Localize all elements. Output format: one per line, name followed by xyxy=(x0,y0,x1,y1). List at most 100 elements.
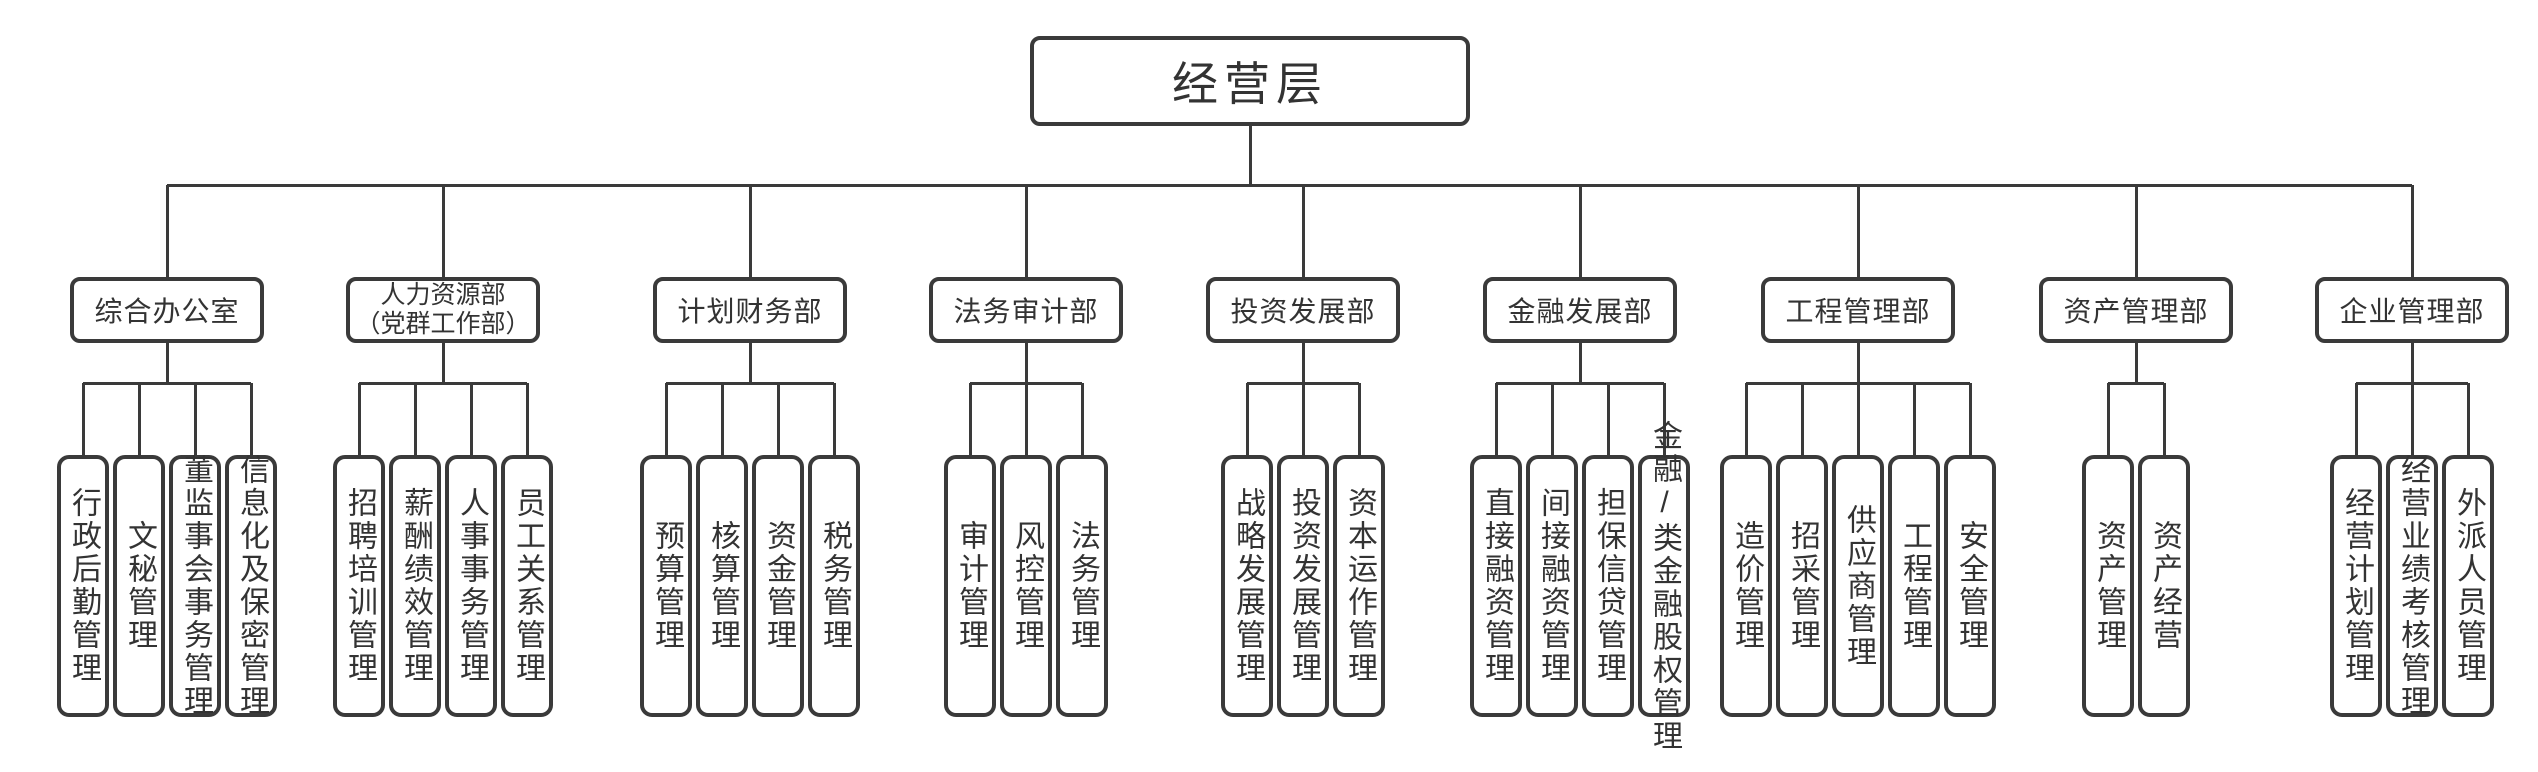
child-stub-line xyxy=(1494,383,1498,455)
dept-stub-line xyxy=(1856,185,1860,277)
dept-node: 资产管理部 xyxy=(2039,277,2233,343)
child-label: 资产经营 xyxy=(2148,520,2181,652)
child-stub-line xyxy=(1912,383,1916,455)
child-stub-line xyxy=(1856,383,1860,455)
child-node: 资产经营 xyxy=(2138,455,2190,717)
mid-rail-line xyxy=(83,381,251,385)
child-label: 资本运作管理 xyxy=(1343,487,1376,685)
mid-rail-line xyxy=(666,381,834,385)
child-label: 招采管理 xyxy=(1786,520,1819,652)
child-stub-line xyxy=(1606,383,1610,455)
mid-rail-line xyxy=(359,381,527,385)
dept-drop-line xyxy=(1578,343,1582,385)
child-node: 担保信贷管理 xyxy=(1582,455,1634,717)
child-node: 招采管理 xyxy=(1776,455,1828,717)
child-stub-line xyxy=(1245,383,1249,455)
child-label: 经营业绩考核管理 xyxy=(2396,454,2429,718)
child-node: 信息化及保密管理 xyxy=(225,454,277,718)
child-label: 文秘管理 xyxy=(123,520,156,652)
child-label: 法务管理 xyxy=(1066,520,1099,652)
child-node: 造价管理 xyxy=(1720,455,1772,717)
dept-label: 综合办公室 xyxy=(94,296,240,327)
dept-drop-line xyxy=(1024,343,1028,385)
dept-node: 金融发展部 xyxy=(1483,277,1677,343)
child-node: 员工关系管理 xyxy=(501,455,553,717)
child-node: 审计管理 xyxy=(944,455,996,717)
top-rail-line xyxy=(167,183,2412,187)
child-stub-line xyxy=(2466,383,2470,455)
dept-node: 人力资源部（党群工作部） xyxy=(346,277,540,343)
child-node: 风控管理 xyxy=(1000,455,1052,717)
dept-label-line2: （党群工作部） xyxy=(355,310,531,338)
child-label: 审计管理 xyxy=(954,520,987,652)
dept-stub-line xyxy=(1301,185,1305,277)
dept-label: 工程管理部 xyxy=(1785,296,1931,327)
child-label: 资产管理 xyxy=(2092,520,2125,652)
dept-drop-line xyxy=(2410,343,2414,385)
child-label: 税务管理 xyxy=(818,520,851,652)
child-label: 供应商管理 xyxy=(1842,503,1875,669)
child-label: 造价管理 xyxy=(1730,520,1763,652)
child-node: 法务管理 xyxy=(1056,455,1108,717)
child-stub-line xyxy=(1357,383,1361,455)
child-stub-line xyxy=(2410,383,2414,455)
child-node: 供应商管理 xyxy=(1832,455,1884,717)
child-node: 行政后勤管理 xyxy=(57,455,109,717)
child-node: 招聘培训管理 xyxy=(333,455,385,717)
child-stub-line xyxy=(137,383,141,455)
dept-node: 投资发展部 xyxy=(1206,277,1400,343)
child-label: 员工关系管理 xyxy=(511,487,544,685)
child-node: 预算管理 xyxy=(640,455,692,717)
child-node: 人事事务管理 xyxy=(445,455,497,717)
child-stub-line xyxy=(81,383,85,455)
root-label: 经营层 xyxy=(1172,58,1328,110)
child-label: 预算管理 xyxy=(650,520,683,652)
child-node: 战略发展管理 xyxy=(1221,455,1273,717)
root-drop-line xyxy=(1248,126,1252,187)
child-label: 外派人员管理 xyxy=(2452,487,2485,685)
dept-drop-line xyxy=(1301,343,1305,385)
child-node: 董监事会事务管理 xyxy=(169,454,221,718)
child-node: 间接融资管理 xyxy=(1526,455,1578,717)
child-label: 间接融资管理 xyxy=(1536,487,1569,685)
dept-drop-line xyxy=(165,343,169,385)
child-stub-line xyxy=(776,383,780,455)
dept-drop-line xyxy=(1856,343,1860,385)
child-stub-line xyxy=(2106,383,2110,455)
child-stub-line xyxy=(1662,383,1666,455)
dept-stub-line xyxy=(441,185,445,277)
child-label: 董监事会事务管理 xyxy=(179,454,212,718)
dept-stub-line xyxy=(748,185,752,277)
child-label: 风控管理 xyxy=(1010,520,1043,652)
dept-label: 法务审计部 xyxy=(953,296,1099,327)
child-node: 文秘管理 xyxy=(113,455,165,717)
child-stub-line xyxy=(664,383,668,455)
child-stub-line xyxy=(525,383,529,455)
dept-stub-line xyxy=(2410,185,2414,277)
child-label: 招聘培训管理 xyxy=(343,487,376,685)
child-stub-line xyxy=(968,383,972,455)
dept-node: 综合办公室 xyxy=(70,277,264,343)
dept-stub-line xyxy=(1024,185,1028,277)
child-stub-line xyxy=(469,383,473,455)
dept-drop-line xyxy=(2134,343,2138,385)
child-label: 经营计划管理 xyxy=(2340,487,2373,685)
dept-drop-line xyxy=(441,343,445,385)
child-stub-line xyxy=(720,383,724,455)
child-node: 经营计划管理 xyxy=(2330,455,2382,717)
dept-drop-line xyxy=(748,343,752,385)
dept-stub-line xyxy=(165,185,169,277)
child-stub-line xyxy=(2162,383,2166,455)
child-label: 行政后勤管理 xyxy=(67,487,100,685)
child-label: 担保信贷管理 xyxy=(1592,487,1625,685)
child-node: 直接融资管理 xyxy=(1470,455,1522,717)
dept-stub-line xyxy=(2134,185,2138,277)
child-node: 经营业绩考核管理 xyxy=(2386,454,2438,718)
child-stub-line xyxy=(1301,383,1305,455)
mid-rail-line xyxy=(1496,381,1664,385)
child-stub-line xyxy=(413,383,417,455)
child-stub-line xyxy=(1550,383,1554,455)
child-node: 资金管理 xyxy=(752,455,804,717)
child-stub-line xyxy=(2354,383,2358,455)
